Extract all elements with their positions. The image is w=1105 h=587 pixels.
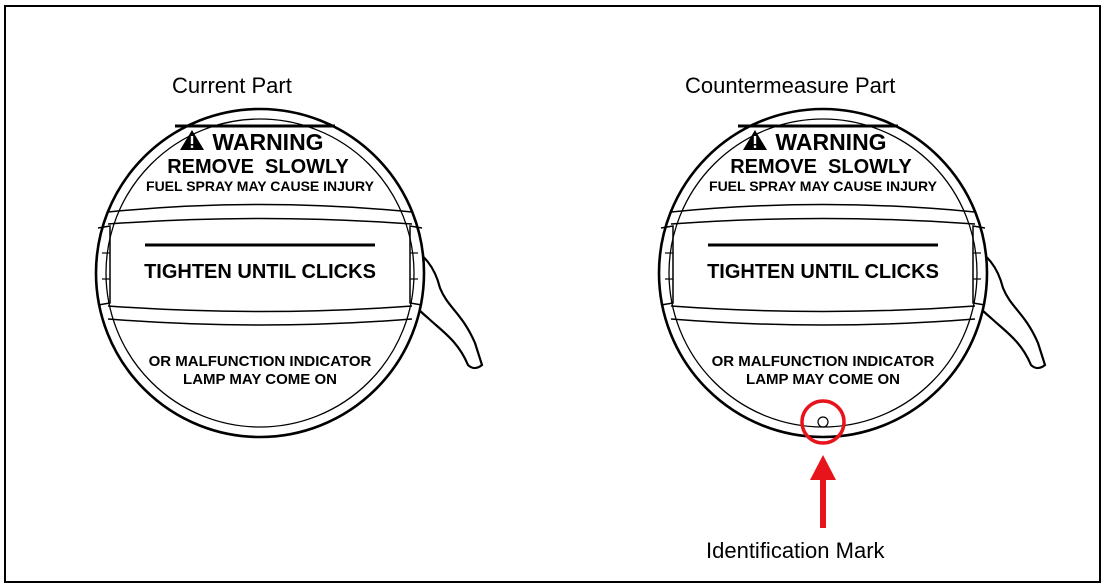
cap-remove-text: REMOVE SLOWLY (167, 156, 349, 178)
cap-spray-text: FUEL SPRAY MAY CAUSE INJURY (709, 178, 938, 194)
cap-tighten-text: TIGHTEN UNTIL CLICKS (707, 261, 939, 283)
cap-remove-text: REMOVE SLOWLY (730, 156, 912, 178)
cap-lamp-text: LAMP MAY COME ON (183, 371, 337, 388)
cap-malfunction-text: OR MALFUNCTION INDICATOR (149, 353, 372, 370)
cap-malfunction-text: OR MALFUNCTION INDICATOR (712, 353, 935, 370)
current-part-caption: Current Part (172, 73, 292, 98)
cap-tighten-text: TIGHTEN UNTIL CLICKS (144, 261, 376, 283)
identification-circle-mark (800, 399, 846, 445)
countermeasure-part-cap: WARNING REMOVE SLOWLY FUEL SPRAY MAY CAU… (657, 107, 1047, 439)
current-part-cap: WARNING REMOVE SLOWLY FUEL SPRAY MAY CAU… (94, 107, 484, 439)
cap-warning-text: WARNING (775, 129, 886, 155)
identification-mark-caption: Identification Mark (706, 538, 885, 563)
cap-warning-text: WARNING (212, 129, 323, 155)
countermeasure-part-caption: Countermeasure Part (685, 73, 896, 98)
cap-spray-text: FUEL SPRAY MAY CAUSE INJURY (146, 178, 375, 194)
arrow-up-icon (810, 455, 836, 528)
identification-dimple (817, 416, 829, 428)
cap-lamp-text: LAMP MAY COME ON (746, 371, 900, 388)
